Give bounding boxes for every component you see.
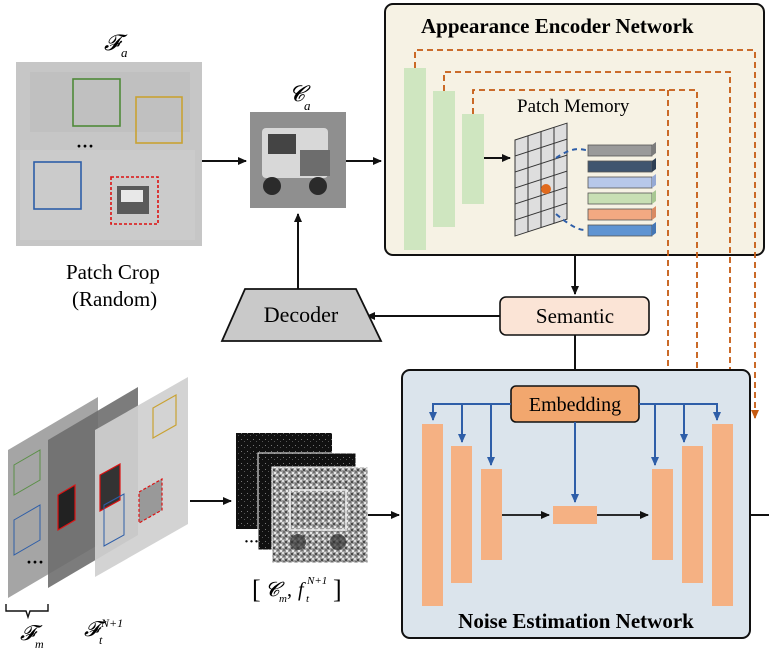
unet-up-1 [712, 424, 733, 606]
memory-query-dot [541, 184, 551, 194]
noise-pair-ellipsis: ··· [244, 534, 259, 550]
pair-comma: , [287, 579, 292, 601]
frame-t-sup: N+1 [100, 616, 123, 630]
skip-connection-2 [443, 71, 734, 419]
unet-bottleneck [553, 506, 597, 524]
encoder-layer-3 [462, 114, 484, 204]
noise-pair: ··· [236, 433, 369, 564]
noise-network-box [401, 369, 751, 639]
frame-stack: ··· [8, 377, 188, 598]
noise-image-front [271, 466, 369, 564]
semantic-label: Semantic [536, 304, 614, 328]
pair-c-sub: m [279, 593, 287, 605]
stack-ellipsis: ··· [26, 552, 44, 572]
embed-to-down-1 [429, 403, 511, 421]
crop-box-yellow [135, 96, 183, 144]
memory-grid [514, 122, 568, 237]
patch-crop-label-2: (Random) [72, 287, 157, 311]
crop-box-blue [33, 161, 82, 210]
decoder-label: Decoder [264, 302, 339, 327]
decoder-shape [220, 288, 383, 342]
unet-down-1 [422, 424, 443, 606]
noise-network-title: Noise Estimation Network [458, 609, 694, 633]
noise-estimation-network: Embedding Noise Estimation Network [401, 369, 751, 639]
crop-box-green [72, 78, 121, 127]
embedding-label: Embedding [529, 394, 621, 416]
memory-slots [587, 142, 656, 237]
unet-down-3 [481, 469, 502, 560]
patch-crop-label-1: Patch Crop [66, 260, 160, 284]
frame-m-sub: m [35, 637, 44, 651]
patch-memory-label: Patch Memory [517, 96, 630, 117]
unet-up-2 [682, 446, 703, 583]
stack-frame-3 [95, 377, 188, 577]
pair-f-label: f [298, 579, 306, 601]
appearance-encoder: Appearance Encoder Network Patch Memory [384, 3, 765, 465]
unet-down-2 [451, 446, 472, 583]
frame-a-group: 𝓕 a ··· Patch Crop (Random) [16, 30, 202, 311]
crop-a-sub: a [304, 98, 311, 113]
frame-a-ellipsis: ··· [76, 136, 94, 156]
skip-connection-3 [472, 89, 701, 442]
encoder-layer-2 [433, 91, 455, 227]
frame-a-sub: a [121, 45, 128, 60]
pair-f-sub: t [306, 593, 310, 605]
embed-to-up-1 [639, 403, 721, 421]
pair-bracket-close: ] [333, 575, 342, 604]
frame-m-brace [5, 604, 49, 620]
unet-up-3 [652, 469, 673, 560]
encoder-layer-1 [404, 68, 426, 250]
frame-t-sub: t [99, 633, 103, 647]
crop-a-group: 𝓒 a [250, 81, 346, 208]
memory-link-top [555, 148, 587, 159]
appearance-encoder-title: Appearance Encoder Network [421, 14, 694, 38]
pair-f-sup: N+1 [306, 575, 327, 587]
skip-connection-1 [414, 49, 759, 419]
crop-box-red [110, 176, 159, 225]
pair-bracket-open: [ [252, 575, 261, 604]
